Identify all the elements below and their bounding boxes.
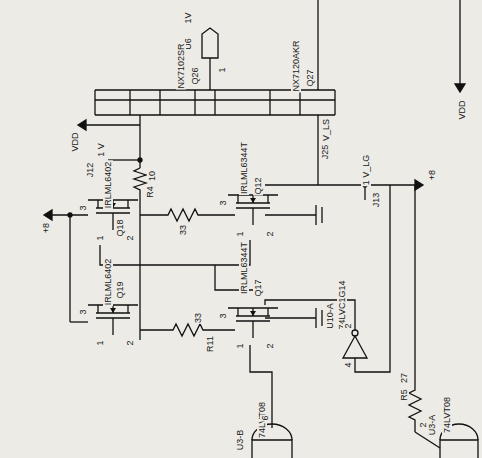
- signal-label: +8: [41, 222, 51, 234]
- part-name: Q17: [253, 278, 263, 297]
- signal-label: 1 V: [96, 142, 106, 158]
- signal-label: 27: [399, 372, 409, 384]
- part-value: IRLML6344T: [239, 141, 249, 195]
- part-name: U3-B: [235, 429, 245, 452]
- signal-label: 1: [217, 66, 227, 73]
- pin-number: 3: [218, 312, 228, 319]
- pin-number: 3: [218, 199, 228, 206]
- signal-label: 1V: [183, 11, 193, 24]
- part-name: J13: [371, 192, 381, 209]
- pin-number: 3: [78, 204, 88, 211]
- part-value: NX7102SR: [176, 42, 186, 89]
- part-value: 74LVT08: [442, 396, 452, 434]
- part-value: IRLML6402: [103, 258, 113, 307]
- pin-number: 4: [343, 361, 353, 368]
- pin-number: 1: [95, 234, 105, 241]
- part-value: IRLML6344T: [239, 241, 249, 295]
- part-name: U10-A: [325, 302, 335, 330]
- pin-number: 2: [125, 339, 135, 346]
- signal-label: 33: [178, 224, 188, 236]
- part-name: Q26: [190, 66, 200, 85]
- part-value: IRLML6402: [103, 161, 113, 210]
- signal-label: VDD: [70, 131, 80, 152]
- signal-label: 33: [193, 312, 203, 324]
- pin-number: 2: [125, 234, 135, 241]
- part-name: R11: [205, 335, 215, 353]
- pin-number: 2: [418, 421, 428, 428]
- signal-label: 10: [147, 170, 157, 182]
- part-name: U3-A: [427, 414, 437, 437]
- part-value: NX7120AKR: [291, 39, 301, 92]
- pin-number: 2: [265, 342, 275, 349]
- signal-label: +8: [427, 169, 437, 181]
- part-name: Q12: [253, 176, 263, 195]
- signal-label: V_LS: [321, 118, 331, 142]
- part-name: Q19: [115, 280, 125, 299]
- pin-number: 2: [343, 322, 353, 329]
- part-name: R5: [399, 388, 409, 402]
- pin-number: 1: [235, 342, 245, 349]
- signal-label: VDD: [457, 99, 467, 120]
- pin-number: 1: [235, 230, 245, 237]
- part-name: R4: [145, 185, 155, 199]
- pin-number: 2: [265, 230, 275, 237]
- part-name: Q27: [305, 68, 315, 87]
- part-name: J12: [85, 162, 95, 179]
- pin-number: 3: [78, 308, 88, 315]
- part-name: Q18: [115, 218, 125, 237]
- pin-number: 6: [260, 414, 270, 421]
- part-name: J25: [320, 144, 330, 161]
- pin-number: 1: [95, 339, 105, 346]
- signal-label: 1 V_LG: [361, 154, 371, 187]
